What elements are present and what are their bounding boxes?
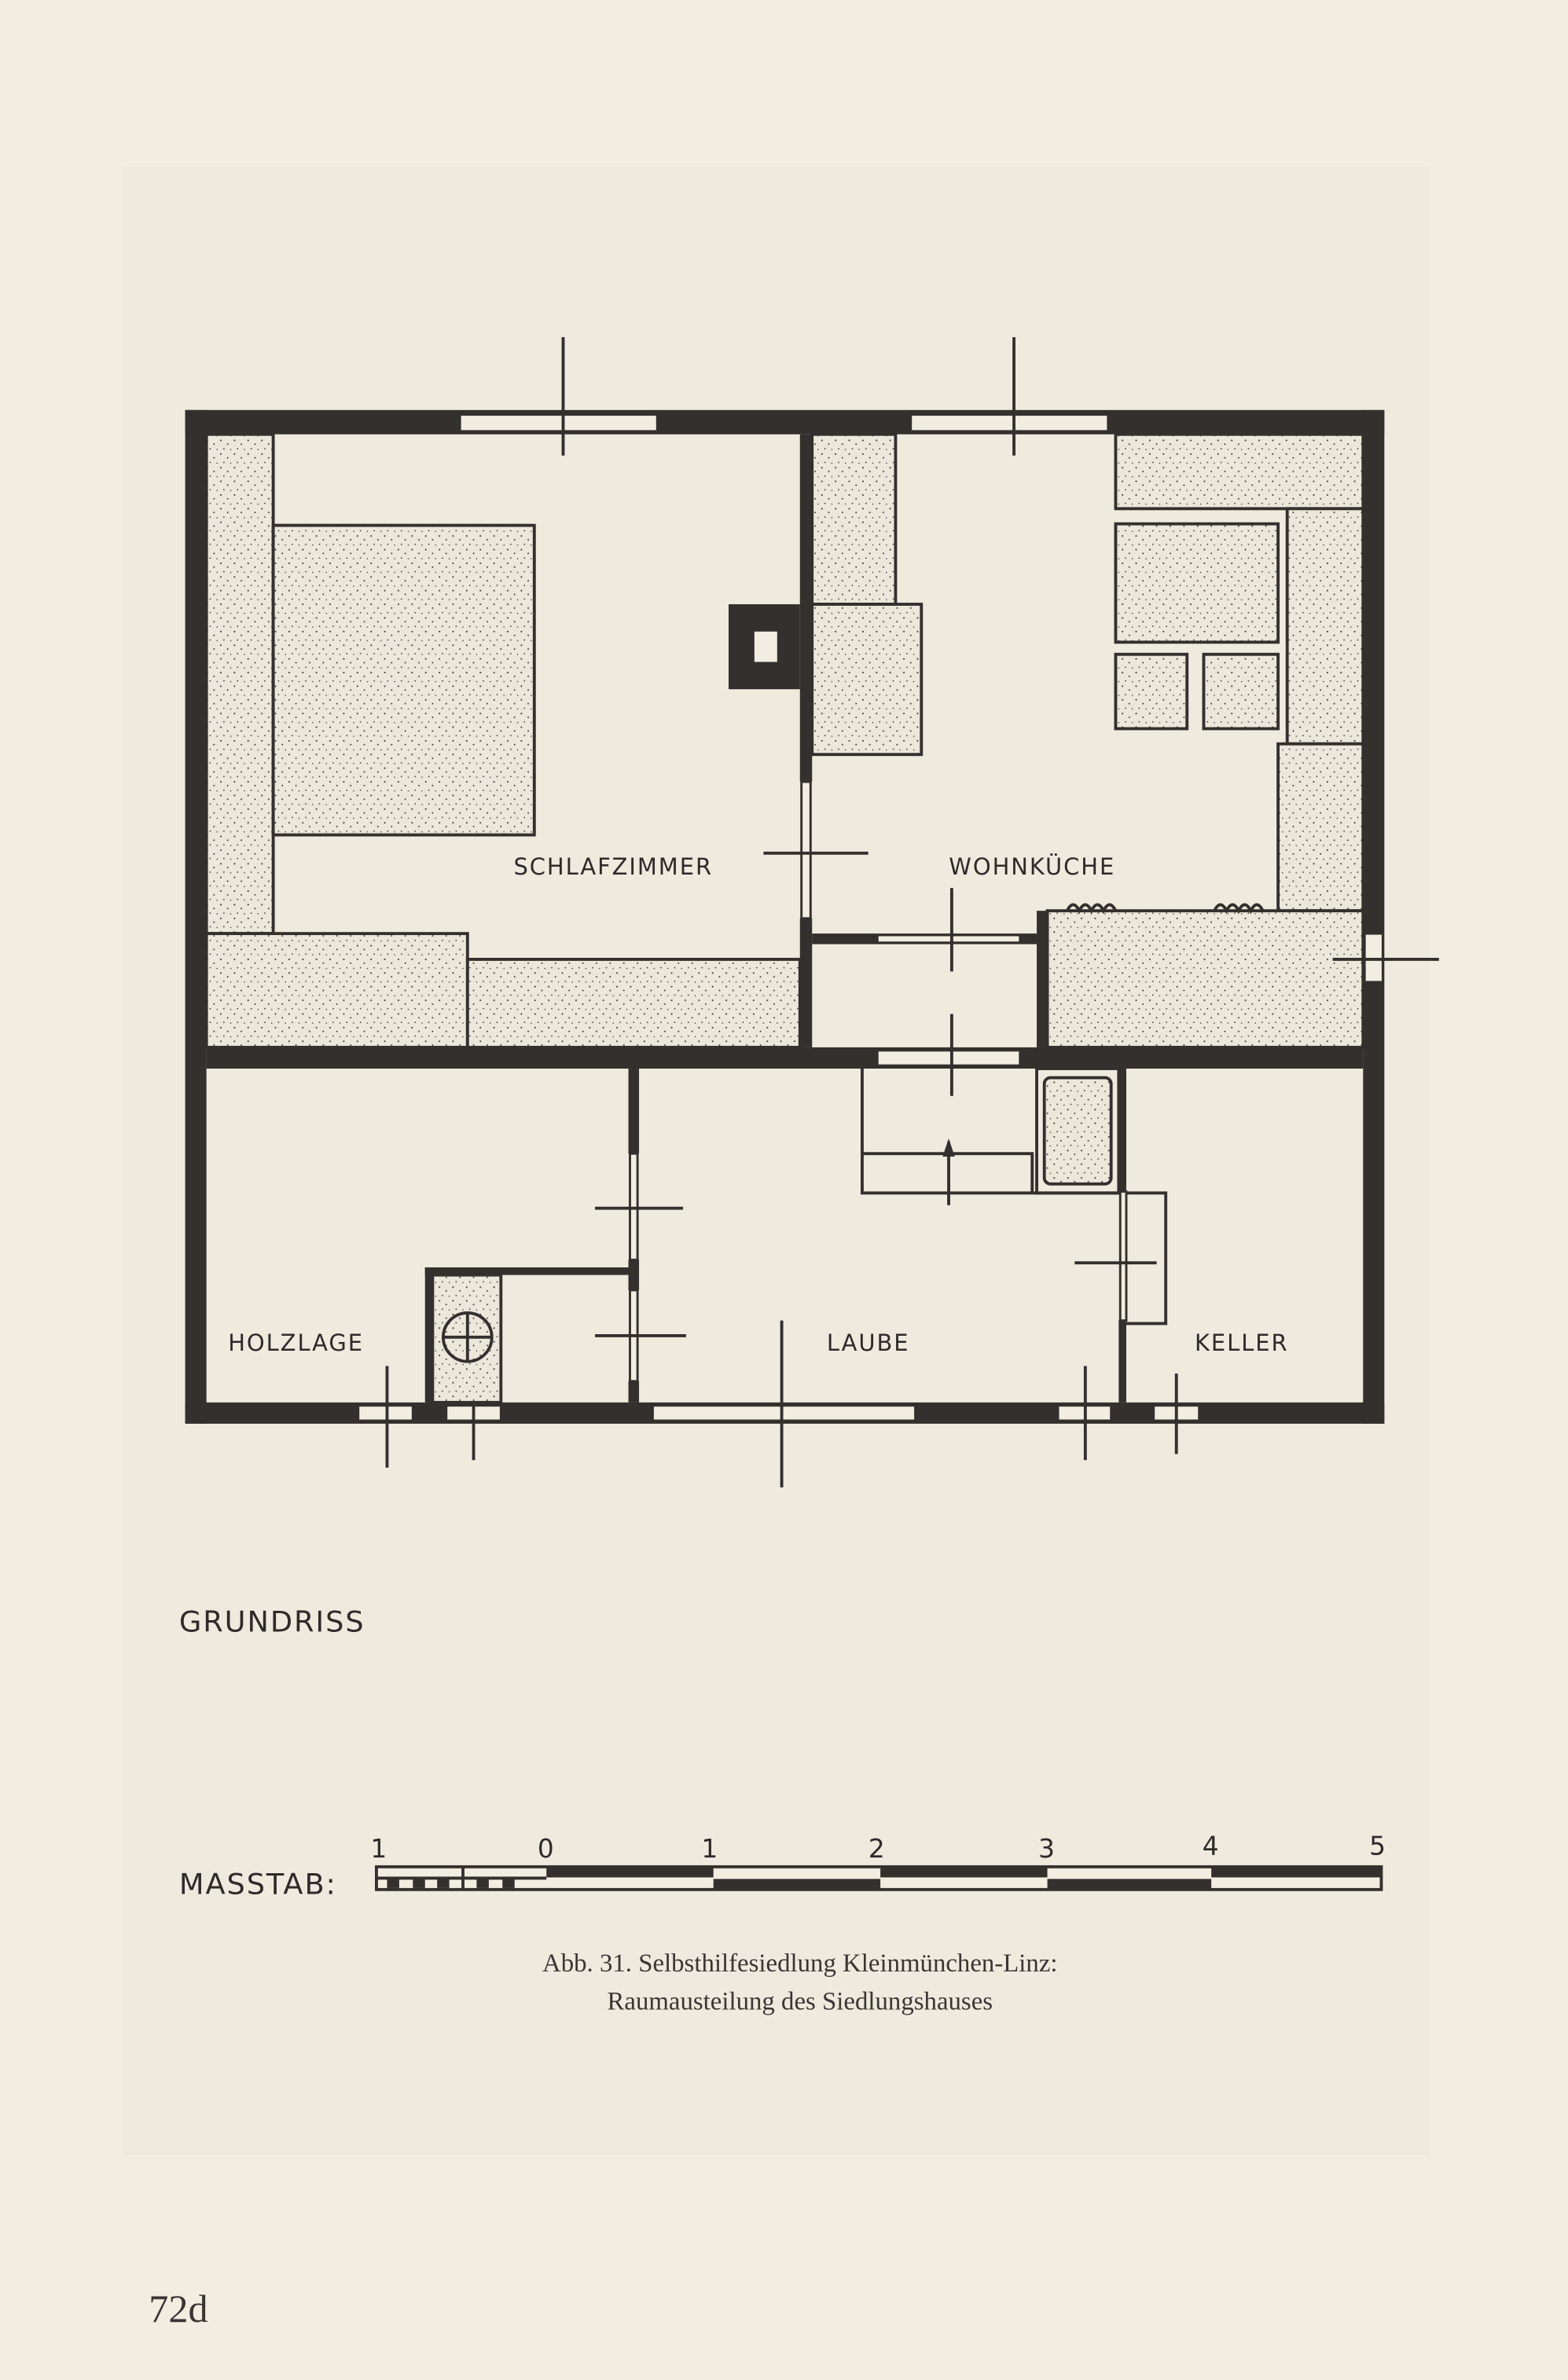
scale-tick: 5 — [1369, 1831, 1387, 1861]
scale-tick: 4 — [1203, 1831, 1221, 1861]
scale-label: MASSTAB: — [179, 1868, 337, 1901]
bedroom-furniture — [204, 432, 802, 1049]
scale-tick: 1 — [701, 1834, 719, 1864]
room-label-cellar: KELLER — [1195, 1329, 1289, 1356]
caption-line-2: Raumausteilung des Siedlungshauses — [608, 1987, 993, 2015]
scale-tick: 0 — [538, 1834, 556, 1864]
page-number: 72d — [149, 2286, 207, 2330]
caption-line-1: Abb. 31. Selbsthilfesiedlung Kleinmünche… — [542, 1949, 1058, 1978]
scale-tick: 2 — [868, 1834, 887, 1864]
scale-tick: 1 — [370, 1834, 388, 1864]
room-label-arbour: LAUBE — [827, 1329, 910, 1356]
plan-title: GRUNDRISS — [179, 1604, 365, 1638]
room-label-bedroom: SCHLAFZIMMER — [513, 853, 713, 880]
stair-bath-cellar — [431, 1067, 1168, 1404]
windows-and-doors — [357, 337, 1439, 1488]
room-label-kitchen: WOHNKÜCHE — [949, 853, 1115, 880]
scale-bar: MASSTAB: 1 0 1 2 3 4 5 — [179, 1831, 1387, 1901]
room-label-woodstore: HOLZLAGE — [228, 1329, 364, 1356]
scale-tick: 3 — [1038, 1834, 1056, 1864]
